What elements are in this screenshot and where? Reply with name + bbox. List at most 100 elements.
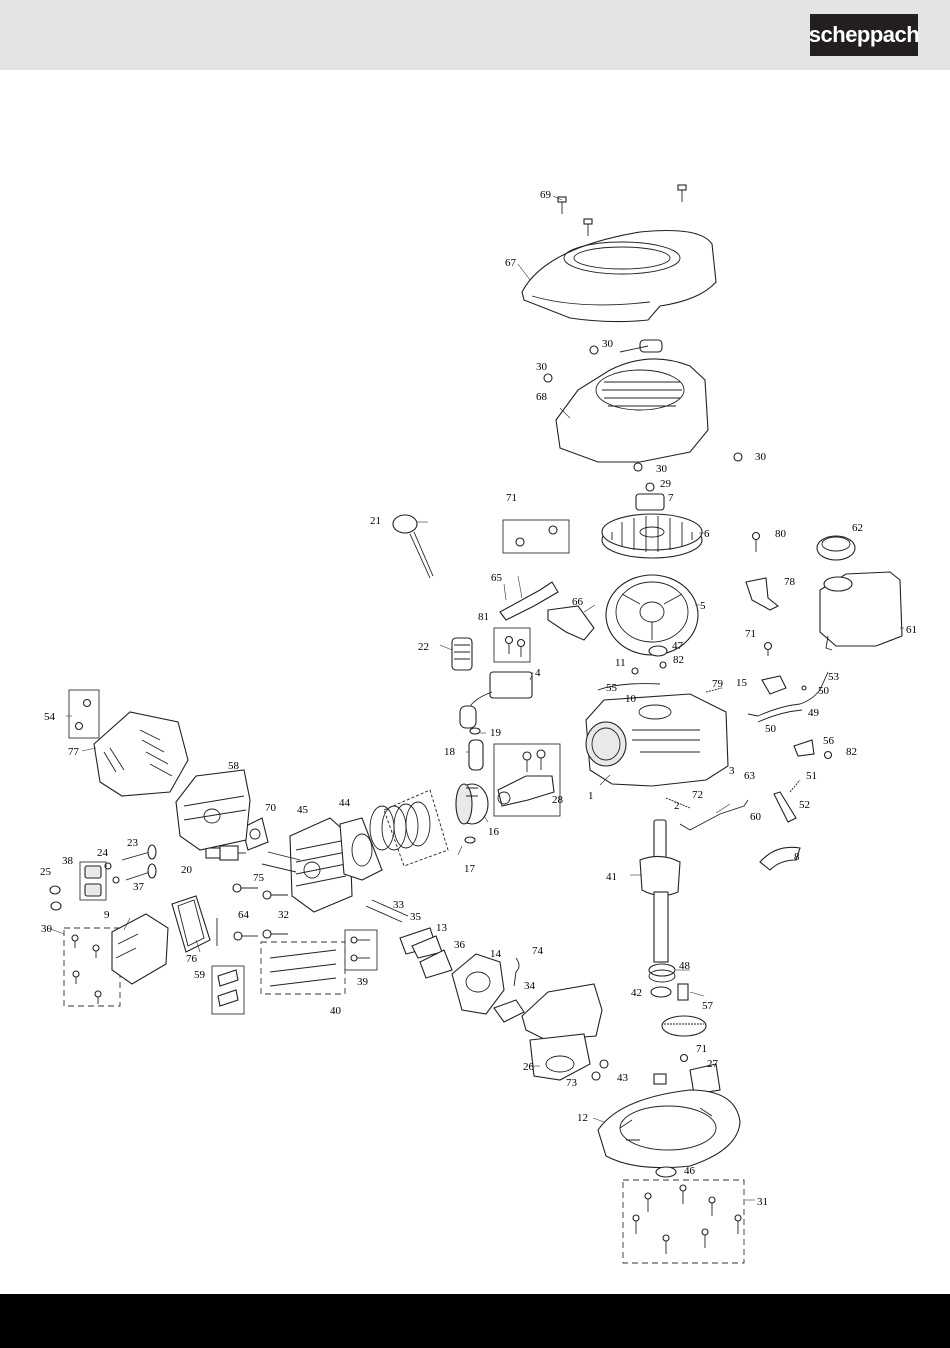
callout-58: 58 [228, 760, 240, 772]
callout-29: 29 [660, 478, 672, 490]
spark-plug-20 [206, 846, 246, 860]
callout-13: 13 [436, 922, 448, 934]
callout-71: 71 [745, 628, 756, 640]
piston-16 [456, 784, 488, 824]
callout-71: 71 [696, 1043, 707, 1055]
bracket-56 [794, 740, 814, 756]
fuel-cap-62 [817, 536, 855, 560]
callout-80: 80 [775, 528, 787, 540]
crankcase-1 [586, 694, 728, 786]
callout-64: 64 [238, 909, 250, 921]
callout-16: 16 [488, 826, 500, 838]
callout-53: 53 [828, 671, 840, 683]
valve-37 [126, 864, 156, 880]
callout-49: 49 [808, 707, 820, 719]
bolt-30-set [72, 935, 101, 1004]
screw-box-81 [494, 628, 530, 662]
screw-71-lower [681, 1055, 688, 1062]
gasket-34 [494, 1000, 524, 1022]
lever-52 [774, 792, 796, 822]
callout-47: 47 [672, 640, 684, 652]
callout-3: 3 [729, 765, 735, 777]
piston-pin-18 [469, 740, 483, 770]
blower-housing-68 [556, 340, 708, 462]
callout-79: 79 [712, 678, 724, 690]
callout-8: 8 [794, 851, 800, 863]
tube-74 [514, 958, 519, 986]
bearing-47 [649, 646, 667, 656]
bracket-78 [746, 578, 778, 610]
nut-73 [592, 1060, 608, 1080]
callout-15: 15 [736, 677, 748, 689]
callout-65: 65 [491, 572, 503, 584]
keepers-24 [105, 863, 119, 883]
callout-52: 52 [799, 799, 810, 811]
callout-46: 46 [684, 1165, 696, 1177]
spark-boot [460, 706, 476, 728]
callout-36: 36 [454, 939, 466, 951]
bolt-39-set [351, 937, 370, 961]
governor-rod-60 [680, 800, 748, 830]
screw-71-pair [516, 526, 557, 546]
bolt-box-39 [345, 930, 377, 970]
callout-54: 54 [44, 711, 56, 723]
callout-42: 42 [631, 987, 642, 999]
seal-46 [656, 1167, 676, 1177]
flywheel-5 [606, 575, 698, 655]
callout-57: 57 [702, 1000, 714, 1012]
callout-43: 43 [617, 1072, 629, 1084]
callout-73: 73 [566, 1077, 578, 1089]
callout-55: 55 [606, 682, 618, 694]
callout-51: 51 [806, 770, 817, 782]
callout-45: 45 [297, 804, 309, 816]
washer-42 [651, 987, 671, 997]
callout-40: 40 [330, 1005, 342, 1017]
callout-18: 18 [444, 746, 456, 758]
callout-5: 5 [700, 600, 706, 612]
washer-17 [465, 837, 475, 843]
callout-59: 59 [194, 969, 206, 981]
valve-cover-9 [112, 914, 168, 984]
footer-bar [0, 1294, 950, 1348]
callout-22: 22 [418, 641, 429, 653]
air-filter-element-15 [762, 676, 786, 694]
callout-27: 27 [707, 1058, 719, 1070]
callout-34: 34 [524, 980, 536, 992]
callout-26: 26 [523, 1061, 535, 1073]
bearing-48 [649, 964, 675, 982]
pushrods-40 [270, 950, 336, 986]
callout-44: 44 [339, 797, 351, 809]
leader-lines [48, 196, 904, 1200]
connecting-rod-28 [498, 750, 554, 806]
nut-29 [646, 483, 654, 491]
callout-82: 82 [673, 654, 684, 666]
callout-82: 82 [846, 746, 857, 758]
callout-41: 41 [606, 871, 617, 883]
callout-69: 69 [540, 189, 552, 201]
callout-32: 32 [278, 909, 289, 921]
starter-cup-7 [636, 494, 664, 510]
callout-2: 2 [674, 800, 680, 812]
callout-35: 35 [410, 911, 422, 923]
callout-30: 30 [755, 451, 767, 463]
top-cover-67 [522, 231, 716, 322]
callout-71: 71 [506, 492, 517, 504]
circlip-19 [470, 728, 480, 734]
callout-81: 81 [478, 611, 489, 623]
callout-37: 37 [133, 881, 145, 893]
callout-28: 28 [552, 794, 564, 806]
callout-48: 48 [679, 960, 691, 972]
screw-box-54 [69, 690, 99, 738]
callout-6: 6 [704, 528, 710, 540]
head-gasket-44 [340, 818, 382, 880]
callout-24: 24 [97, 847, 109, 859]
fan-6 [602, 514, 702, 558]
callout-70: 70 [265, 802, 277, 814]
callout-33: 33 [393, 899, 405, 911]
air-filter-housing-26 [522, 984, 602, 1080]
screw-71-tank [765, 643, 772, 657]
crankshaft-41 [640, 820, 680, 962]
screw-box-71 [503, 520, 569, 553]
bolt-31-set [633, 1185, 741, 1254]
callout-30: 30 [602, 338, 614, 350]
